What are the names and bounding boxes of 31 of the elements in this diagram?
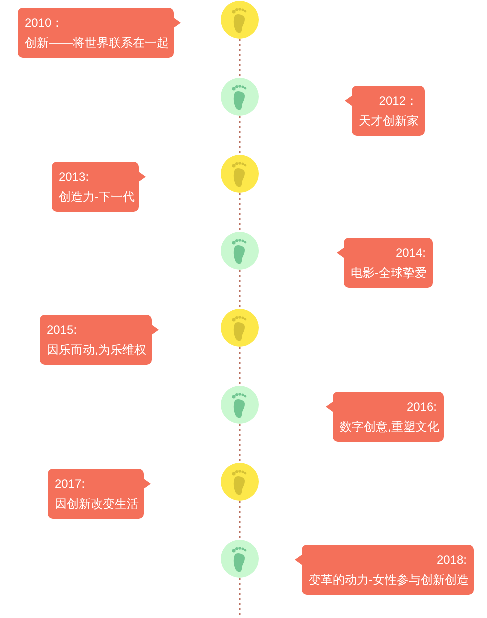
theme-text: 电影-全球挚爱 [351,265,426,282]
timeline-dot [221,309,259,347]
dotted-line [239,193,241,232]
year-label: 2018: [436,552,467,569]
theme-text: 创新——将世界联系在一起 [25,35,167,52]
timeline-dot [221,540,259,578]
timeline-dot [221,78,259,116]
dotted-line [239,270,241,309]
year-label: 2015: [47,322,78,339]
dotted-line [239,501,241,540]
timeline-dot [221,386,259,424]
timeline-dot [221,1,259,39]
theme-text: 数字创意,重塑文化 [340,419,437,436]
timeline-dot [221,232,259,270]
theme-text: 天才创新家 [359,113,418,130]
year-label: 2014: [394,245,426,262]
dotted-line [239,116,241,155]
year-label: 2012： [378,93,418,110]
year-label: 2010： [25,15,65,32]
year-label: 2016: [406,399,437,416]
theme-text: 因乐而动,为乐维权 [47,342,145,359]
dotted-line [239,39,241,78]
dotted-line [239,347,241,386]
theme-text: 变革的动力-女性参与创新创造 [309,572,467,589]
dotted-line [239,424,241,463]
dotted-line [239,578,241,615]
year-label: 2017: [55,476,86,493]
theme-text: 因创新改变生活 [55,496,137,513]
timeline-dot [221,463,259,501]
year-label: 2013: [59,169,90,186]
timeline-dot [221,155,259,193]
